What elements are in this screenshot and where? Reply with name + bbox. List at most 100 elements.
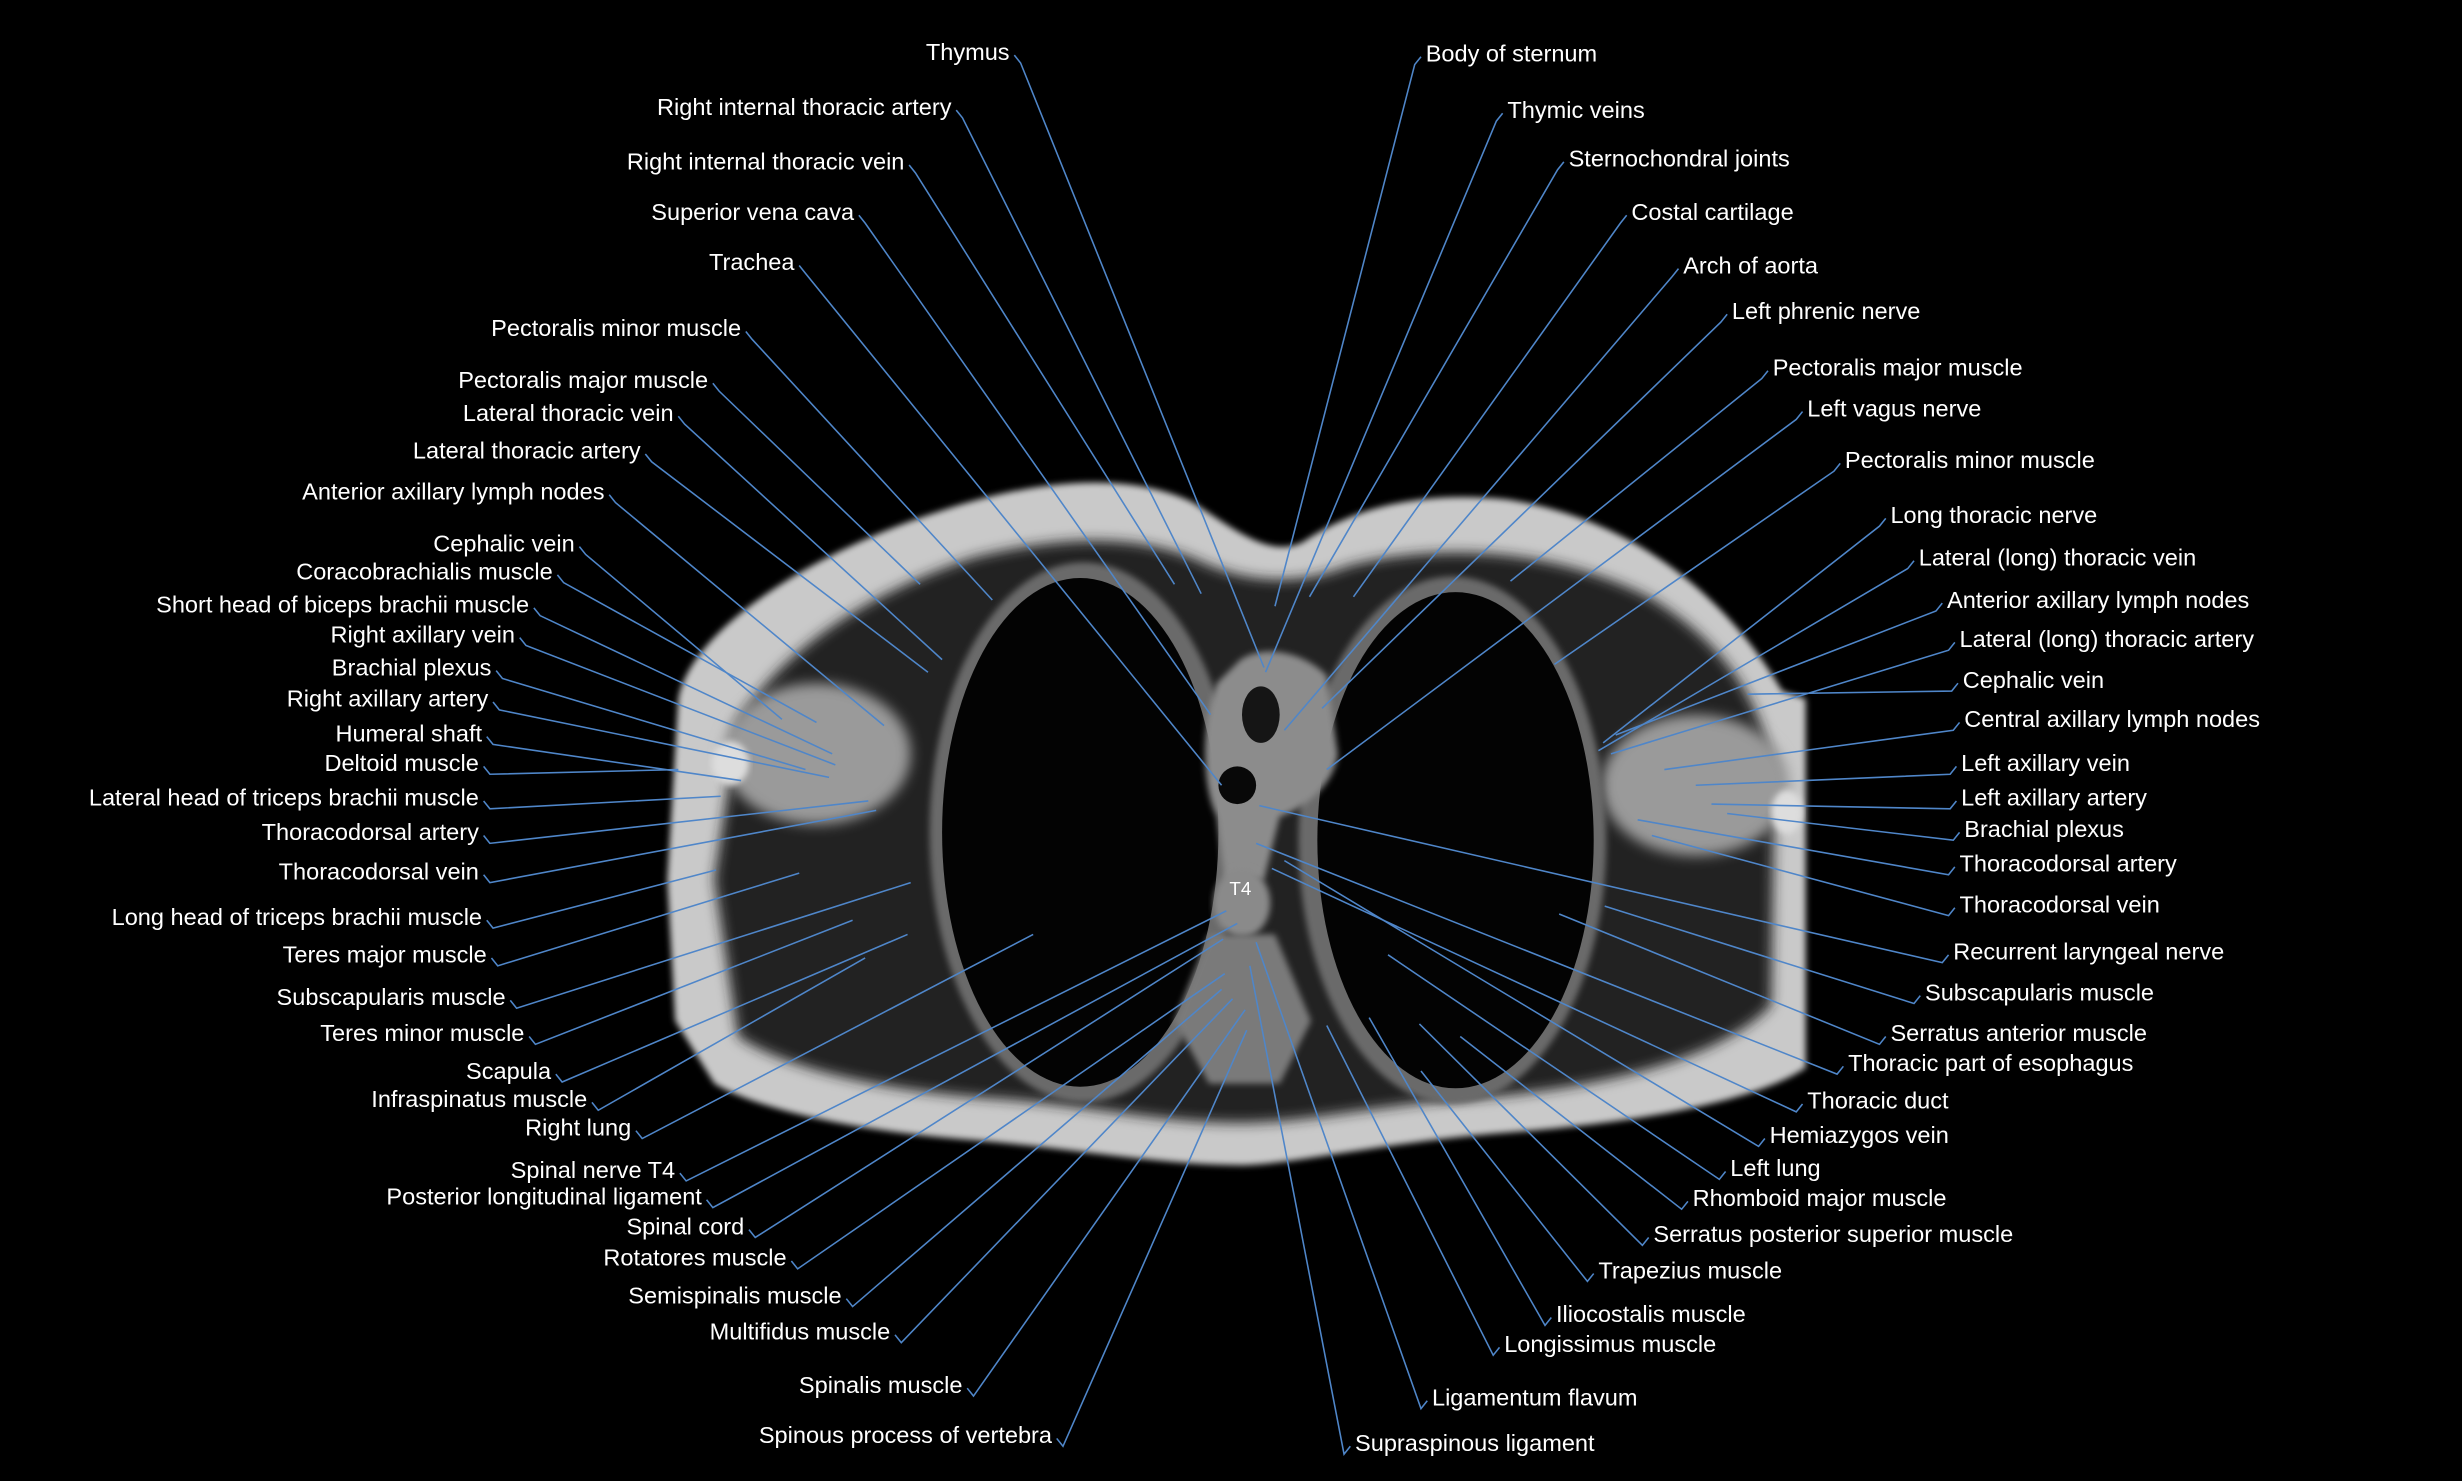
leader-line-right-anterior-axillary-lymph-nodes xyxy=(1615,602,1943,736)
leader-line-left-right-axillary-artery xyxy=(492,701,830,779)
label-left-lateral-head-of-triceps-brachii-muscle: Lateral head of triceps brachii muscle xyxy=(89,785,479,811)
left-axilla xyxy=(1601,714,1790,856)
leader-line-right-lateral-long-thoracic-artery xyxy=(1610,641,1956,755)
label-left-anterior-axillary-lymph-nodes: Anterior axillary lymph nodes xyxy=(302,478,604,504)
label-right-sternochondral-joints: Sternochondral joints xyxy=(1569,146,1790,172)
leader-line-left-pectoralis-minor-muscle xyxy=(745,330,993,601)
leader-line-right-body-of-sternum xyxy=(1274,56,1422,607)
label-right-cephalic-vein: Cephalic vein xyxy=(1963,667,2104,693)
leader-line-left-long-head-of-triceps-brachii-muscle xyxy=(486,869,717,930)
right-humerus xyxy=(711,741,749,786)
label-right-long-thoracic-nerve: Long thoracic nerve xyxy=(1890,502,2097,528)
leader-line-left-teres-major-muscle xyxy=(490,872,800,967)
label-right-recurrent-laryngeal-nerve: Recurrent laryngeal nerve xyxy=(1953,939,2224,965)
svc-lumen xyxy=(1241,686,1280,743)
leader-line-left-teres-minor-muscle xyxy=(528,919,853,1046)
label-right-hemiazygos-vein: Hemiazygos vein xyxy=(1770,1122,1949,1148)
leader-line-right-thoracodorsal-vein xyxy=(1651,834,1956,917)
trachea-lumen xyxy=(1218,766,1257,805)
leader-line-left-deltoid-muscle xyxy=(482,765,679,776)
leader-line-right-pectoralis-major-muscle xyxy=(1509,370,1769,582)
right-lung-shape xyxy=(942,577,1219,1087)
label-left-trachea: Trachea xyxy=(709,249,795,275)
leader-line-right-rhomboid-major-muscle xyxy=(1459,1035,1689,1211)
label-left-multifidus-muscle: Multifidus muscle xyxy=(710,1319,891,1345)
leader-line-left-posterior-longitudinal-ligament xyxy=(705,922,1238,1209)
label-right-rhomboid-major-muscle: Rhomboid major muscle xyxy=(1693,1185,1947,1211)
label-right-lateral-long-thoracic-vein: Lateral (long) thoracic vein xyxy=(1919,544,2196,570)
label-left-infraspinatus-muscle: Infraspinatus muscle xyxy=(371,1086,587,1112)
label-left-short-head-of-biceps-brachii-muscle: Short head of biceps brachii muscle xyxy=(156,592,529,618)
leader-line-right-brachial-plexus xyxy=(1727,812,1961,842)
leader-line-right-thoracodorsal-artery xyxy=(1637,819,1956,876)
spinous-region xyxy=(1174,934,1312,1084)
leader-line-right-left-lung xyxy=(1387,954,1727,1181)
label-left-spinalis-muscle: Spinalis muscle xyxy=(799,1372,963,1398)
label-right-iliocostalis-muscle: Iliocostalis muscle xyxy=(1556,1301,1746,1327)
label-left-posterior-longitudinal-ligament: Posterior longitudinal ligament xyxy=(386,1183,702,1209)
leader-line-right-thoracic-duct xyxy=(1271,867,1804,1113)
leader-line-right-lateral-long-thoracic-vein xyxy=(1598,560,1915,752)
leader-line-left-lateral-thoracic-artery xyxy=(644,453,929,673)
label-right-pectoralis-minor-muscle: Pectoralis minor muscle xyxy=(1845,447,2095,473)
leader-line-left-subscapularis-muscle xyxy=(509,881,911,1010)
label-right-anterior-axillary-lymph-nodes: Anterior axillary lymph nodes xyxy=(1947,587,2249,613)
label-right-lateral-long-thoracic-artery: Lateral (long) thoracic artery xyxy=(1960,626,2255,652)
label-left-pectoralis-major-muscle: Pectoralis major muscle xyxy=(458,367,708,393)
mri-image: T4 xyxy=(667,482,1806,1166)
leader-line-left-superior-vena-cava xyxy=(858,214,1212,716)
label-left-humeral-shaft: Humeral shaft xyxy=(335,720,482,746)
leader-line-right-supraspinous-ligament xyxy=(1249,965,1351,1456)
leader-line-right-thymic-veins xyxy=(1264,112,1504,673)
label-right-trapezius-muscle: Trapezius muscle xyxy=(1598,1257,1782,1283)
label-right-costal-cartilage: Costal cartilage xyxy=(1631,199,1793,225)
label-right-left-axillary-artery: Left axillary artery xyxy=(1961,785,2147,811)
leader-line-right-costal-cartilage xyxy=(1352,214,1628,598)
leader-line-left-semispinalis-muscle xyxy=(845,988,1223,1308)
label-left-teres-minor-muscle: Teres minor muscle xyxy=(320,1020,524,1046)
leader-line-left-thymus xyxy=(1013,54,1265,668)
label-right-ligamentum-flavum: Ligamentum flavum xyxy=(1432,1384,1637,1410)
label-right-longissimus-muscle: Longissimus muscle xyxy=(1504,1331,1716,1357)
vertebra-level-label: T4 xyxy=(1229,878,1251,899)
label-right-thoracic-part-of-esophagus: Thoracic part of esophagus xyxy=(1848,1050,2133,1076)
label-left-spinous-process-of-vertebra: Spinous process of vertebra xyxy=(759,1422,1053,1448)
leader-line-right-subscapularis-muscle xyxy=(1604,905,1921,1005)
leader-line-left-scapula xyxy=(555,933,908,1083)
label-right-serratus-posterior-superior-muscle: Serratus posterior superior muscle xyxy=(1653,1221,2013,1247)
label-left-pectoralis-minor-muscle: Pectoralis minor muscle xyxy=(491,315,741,341)
label-left-lateral-thoracic-vein: Lateral thoracic vein xyxy=(463,400,674,426)
leader-line-left-right-internal-thoracic-vein xyxy=(908,164,1176,585)
label-right-central-axillary-lymph-nodes: Central axillary lymph nodes xyxy=(1964,706,2260,732)
label-left-spinal-nerve-t4: Spinal nerve T4 xyxy=(511,1157,676,1183)
leader-line-right-hemiazygos-vein xyxy=(1283,859,1766,1148)
left-humerus xyxy=(1771,789,1803,834)
label-right-thoracic-duct: Thoracic duct xyxy=(1807,1088,1949,1114)
leader-line-left-lateral-thoracic-vein xyxy=(677,415,943,661)
label-left-thoracodorsal-artery: Thoracodorsal artery xyxy=(262,819,479,845)
leader-line-right-cephalic-vein xyxy=(1747,682,1959,695)
label-right-supraspinous-ligament: Supraspinous ligament xyxy=(1355,1430,1595,1456)
label-left-subscapularis-muscle: Subscapularis muscle xyxy=(277,984,506,1010)
leader-line-left-short-head-of-biceps-brachii-muscle xyxy=(533,607,833,755)
label-left-cephalic-vein: Cephalic vein xyxy=(433,530,574,556)
label-left-lateral-thoracic-artery: Lateral thoracic artery xyxy=(413,438,641,464)
leader-line-right-left-phrenic-nerve xyxy=(1321,313,1728,709)
label-left-right-internal-thoracic-vein: Right internal thoracic vein xyxy=(627,149,904,175)
leader-line-left-spinalis-muscle xyxy=(966,1009,1246,1398)
label-right-left-phrenic-nerve: Left phrenic nerve xyxy=(1732,298,1921,324)
label-left-right-internal-thoracic-artery: Right internal thoracic artery xyxy=(657,94,952,120)
leader-line-left-coracobrachialis-muscle xyxy=(556,574,817,724)
leader-line-left-infraspinatus-muscle xyxy=(591,957,866,1112)
label-left-thymus: Thymus xyxy=(926,39,1010,65)
leader-line-left-thoracodorsal-artery xyxy=(482,800,869,845)
leader-line-left-brachial-plexus xyxy=(495,670,806,771)
leader-line-right-thoracic-part-of-esophagus xyxy=(1255,842,1844,1076)
vertebral-body xyxy=(1213,868,1271,938)
label-right-thymic-veins: Thymic veins xyxy=(1507,97,1644,123)
label-right-thoracodorsal-artery: Thoracodorsal artery xyxy=(1960,851,2177,877)
leader-line-left-trachea xyxy=(798,265,1223,786)
leader-line-right-serratus-posterior-superior-muscle xyxy=(1418,1023,1650,1247)
leader-line-right-ligamentum-flavum xyxy=(1255,942,1428,1411)
